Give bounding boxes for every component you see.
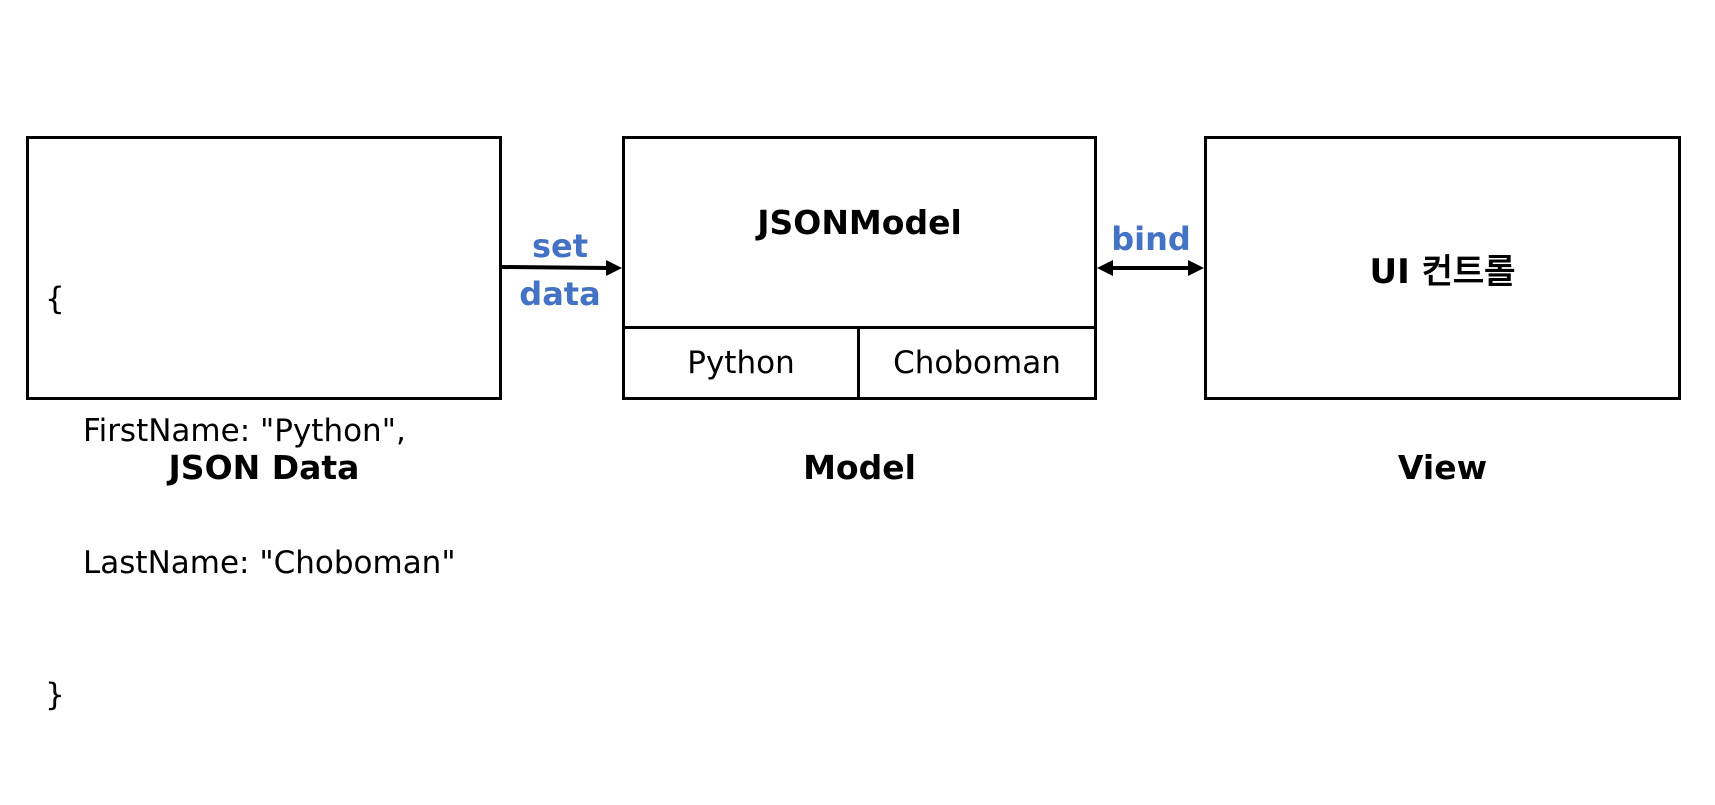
- bind-arrowhead-right: [1188, 260, 1204, 276]
- bind-arrowhead-left: [1097, 260, 1113, 276]
- view-caption: View: [1397, 448, 1488, 487]
- set-data-arrow: [501, 265, 609, 270]
- view-box: UI 컨트롤: [1204, 136, 1681, 400]
- json-data-caption: JSON Data: [168, 448, 360, 487]
- json-line-open: {: [45, 281, 65, 317]
- json-line-firstname: FirstName: "Python",: [83, 413, 406, 449]
- model-cell-first: Python: [687, 345, 795, 381]
- json-data-box: { FirstName: "Python", LastName: "Chobom…: [26, 136, 502, 713]
- view-title: UI 컨트롤: [1369, 251, 1516, 292]
- json-code: { FirstName: "Python", LastName: "Chobom…: [45, 189, 456, 805]
- data-label: data: [519, 275, 601, 313]
- connector-arrows: [501, 260, 1204, 276]
- model-title: JSONModel: [757, 203, 962, 242]
- json-line-lastname: LastName: "Choboman": [83, 545, 456, 581]
- set-label: set: [531, 227, 589, 265]
- set-data-label: set data: [515, 222, 605, 318]
- model-cell-divider: [857, 329, 860, 397]
- model-caption: Model: [803, 448, 916, 487]
- json-line-close: }: [45, 677, 65, 713]
- set-data-arrowhead: [606, 260, 622, 276]
- bind-label: bind: [1111, 220, 1191, 258]
- model-divider: [625, 326, 1094, 329]
- model-cell-last: Choboman: [893, 345, 1061, 381]
- model-box: JSONModel Python Choboman: [622, 136, 1097, 400]
